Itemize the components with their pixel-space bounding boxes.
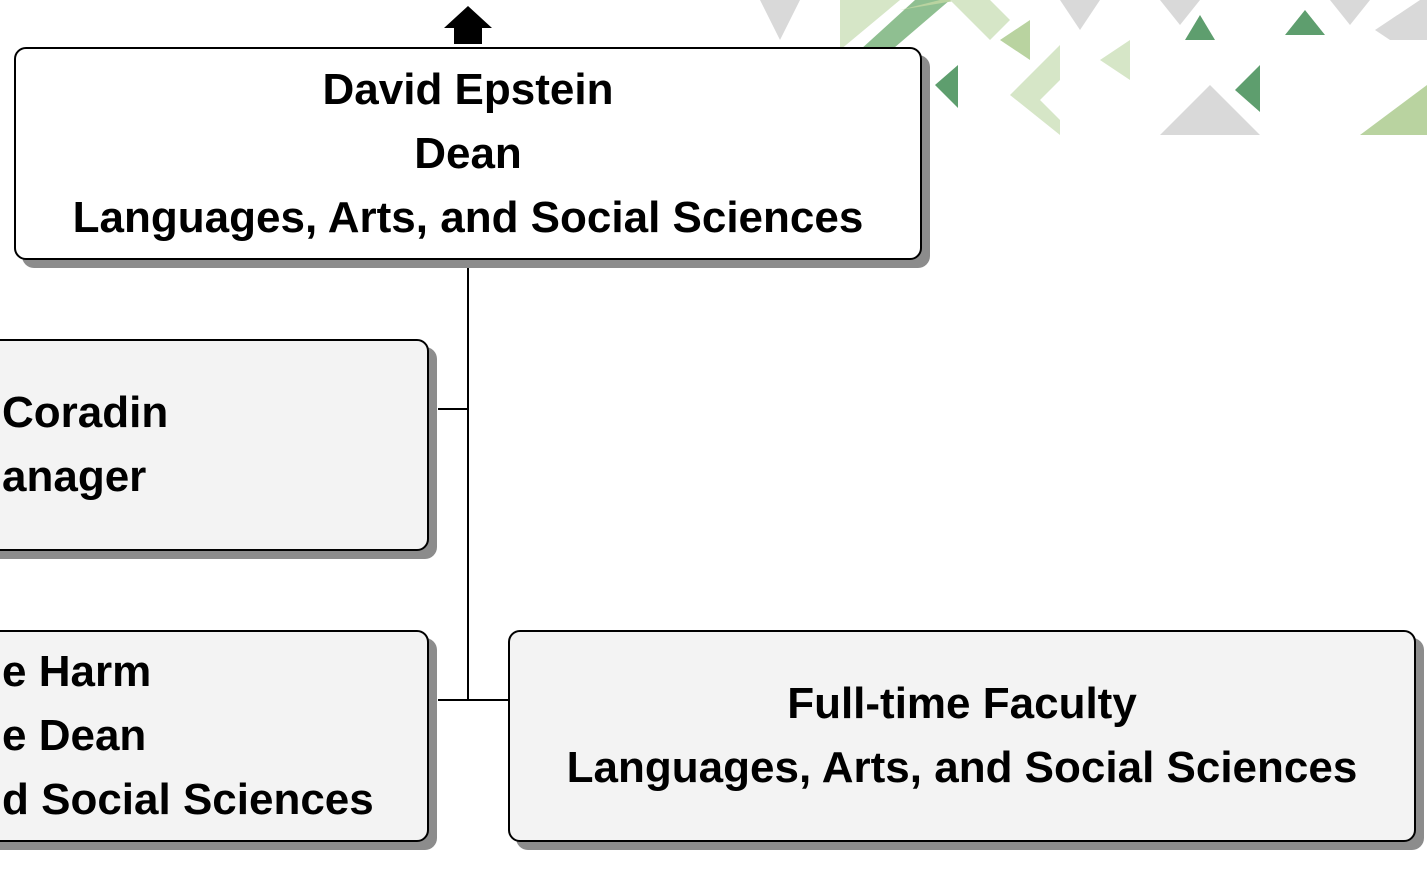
faculty-group: Full-time Faculty: [787, 679, 1137, 728]
associate-dean-name: e Harm: [2, 647, 152, 696]
associate-dean-department: d Social Sciences: [2, 775, 374, 824]
manager-name: Coradin: [2, 388, 169, 437]
connector-to-faculty: [467, 699, 509, 701]
dean-box: David Epstein Dean Languages, Arts, and …: [14, 47, 922, 260]
dean-title: Dean: [414, 128, 522, 178]
dean-name: David Epstein: [322, 64, 614, 114]
associate-dean-box: e Harm e Dean d Social Sciences: [0, 630, 429, 842]
up-arrow-icon: [444, 6, 492, 44]
connector-vertical: [467, 260, 469, 700]
triangle-pattern-decoration: [760, 0, 1427, 135]
faculty-department: Languages, Arts, and Social Sciences: [566, 743, 1358, 792]
faculty-box: Full-time Faculty Languages, Arts, and S…: [508, 630, 1416, 842]
associate-dean-title: e Dean: [2, 711, 147, 760]
manager-box: Coradin anager: [0, 339, 429, 551]
connector-to-manager: [438, 408, 469, 410]
connector-to-associate-dean: [438, 699, 469, 701]
dean-department: Languages, Arts, and Social Sciences: [72, 192, 864, 242]
manager-title: anager: [2, 452, 147, 501]
